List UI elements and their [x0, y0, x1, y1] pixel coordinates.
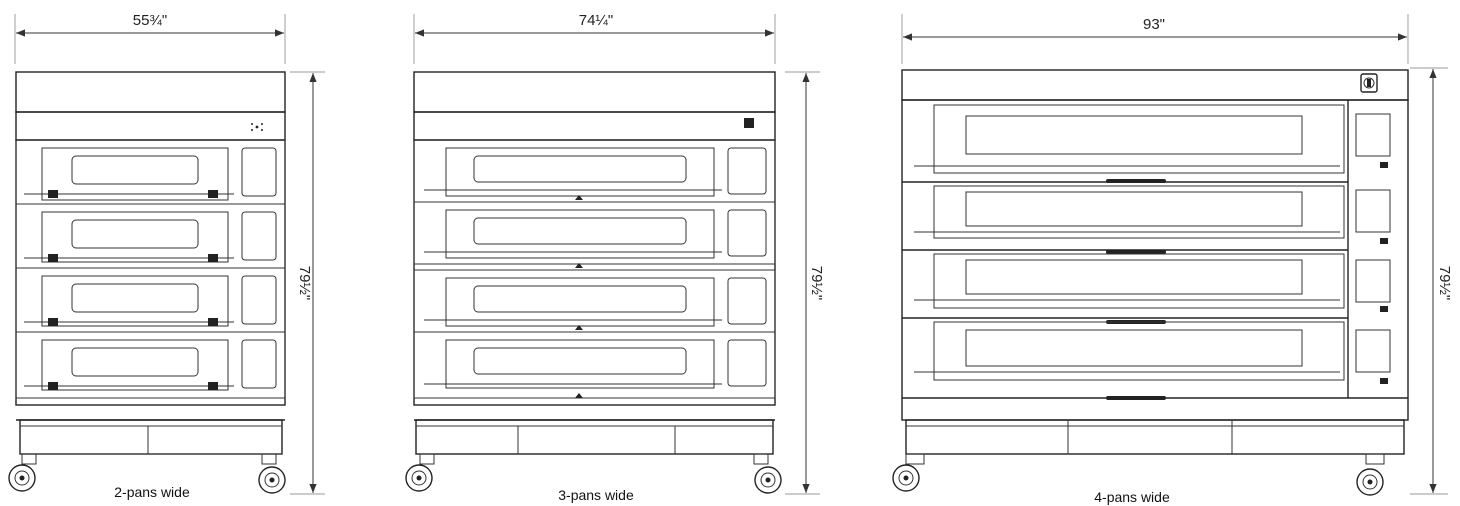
oven-2-pans: 55¾" 79½" — [8, 12, 325, 500]
deck-1 — [914, 104, 1391, 183]
caption: 3-pans wide — [558, 487, 634, 503]
caster-wheel-right — [1356, 453, 1385, 496]
caster-wheel-right — [753, 453, 782, 494]
base-stand — [905, 419, 1405, 455]
width-label: 93" — [1143, 16, 1165, 33]
top-hood — [413, 71, 776, 113]
top-hood — [901, 69, 1409, 101]
deck-4 — [413, 331, 776, 399]
height-label: 79½" — [296, 266, 313, 301]
base-stand — [415, 419, 774, 455]
control-icon — [251, 123, 263, 131]
caster-wheel-right — [258, 453, 286, 494]
width-label: 74¼" — [579, 12, 614, 29]
deck-4 — [914, 321, 1391, 400]
top-hood — [15, 71, 286, 113]
width-label: 55¾" — [133, 12, 168, 29]
deck-2 — [15, 203, 286, 269]
header-panel — [413, 111, 776, 141]
caster-wheel-left — [405, 453, 435, 492]
caption: 4-pans wide — [1094, 489, 1170, 505]
height-label: 79½" — [808, 266, 825, 301]
caster-wheel-left — [892, 453, 925, 492]
deck-2 — [413, 201, 776, 268]
deck-1 — [15, 139, 286, 205]
base-stand — [19, 419, 283, 455]
header-panel — [15, 111, 286, 141]
deck-3 — [413, 269, 776, 333]
power-switch-icon — [1360, 73, 1378, 93]
control-icon — [744, 118, 754, 128]
caption: 2-pans wide — [114, 484, 190, 500]
deck-2 — [914, 185, 1391, 254]
oven-3-pans: 74¼" 79½" — [405, 12, 825, 503]
caster-wheel-left — [8, 453, 37, 492]
deck-1 — [413, 139, 776, 203]
height-label: 79½" — [1436, 266, 1453, 301]
deck-3 — [15, 267, 286, 333]
oven-4-pans: 93" 79½" — [892, 14, 1453, 505]
deck-4 — [15, 331, 286, 399]
deck-3 — [914, 253, 1391, 324]
